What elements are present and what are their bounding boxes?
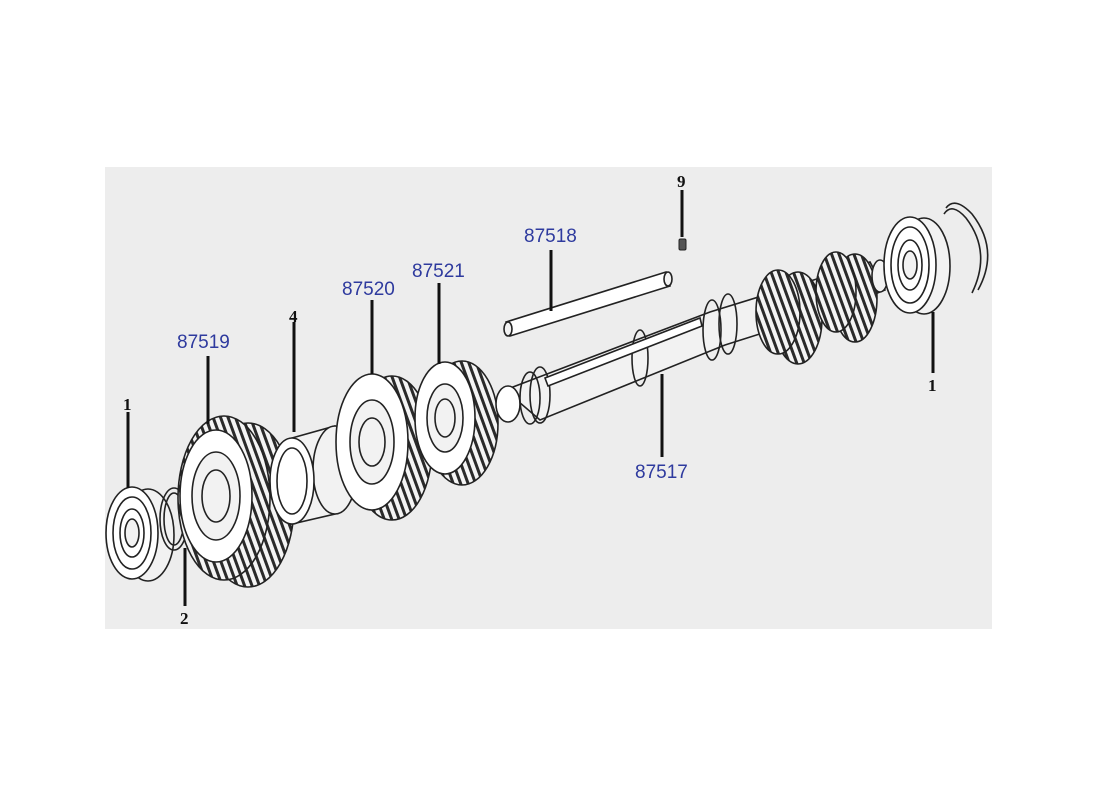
ref-number-9: 9	[677, 172, 686, 191]
bearing-left	[105, 486, 175, 582]
ref-number-1-right: 1	[928, 376, 937, 395]
part-number-87518[interactable]: 87518	[524, 226, 577, 247]
part-number-87521[interactable]: 87521	[412, 261, 465, 282]
part-number-87517[interactable]: 87517	[635, 462, 688, 483]
ref-number-2: 2	[180, 609, 189, 628]
part-number-87519[interactable]: 87519	[177, 332, 230, 353]
gear-87519	[177, 415, 295, 588]
part-number-87520[interactable]: 87520	[342, 279, 395, 300]
pin-9	[678, 238, 687, 251]
gear-87521	[414, 360, 499, 486]
gear-87520	[335, 373, 433, 521]
ref-number-1-left: 1	[123, 395, 132, 414]
bearing-right	[883, 216, 951, 315]
key-rod-87518	[503, 270, 673, 338]
main-shaft-87517	[495, 251, 889, 425]
ref-number-4: 4	[289, 307, 298, 326]
circlip-right	[943, 202, 989, 294]
